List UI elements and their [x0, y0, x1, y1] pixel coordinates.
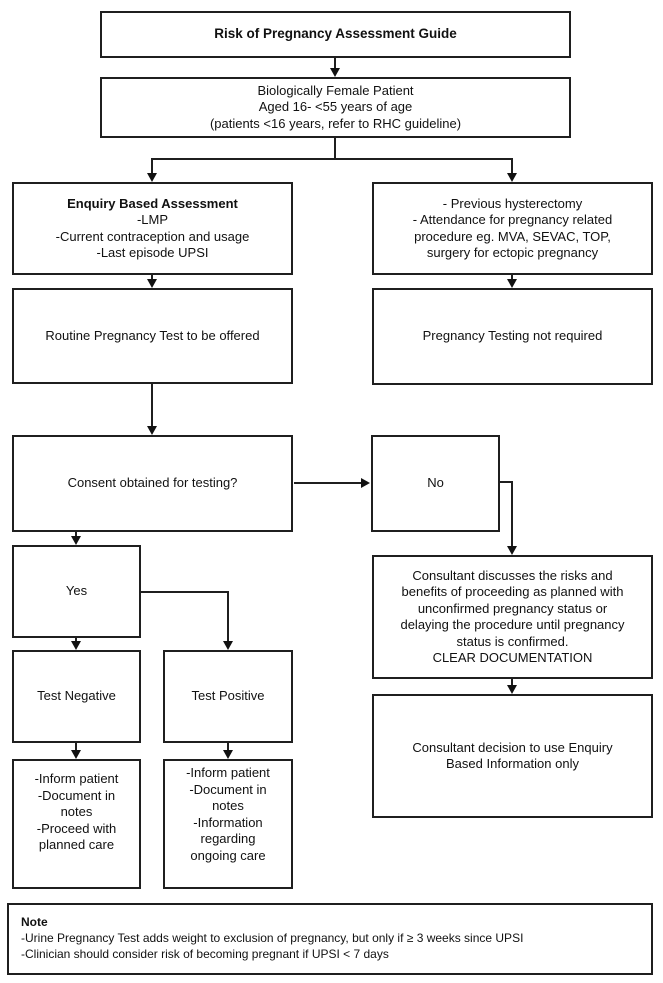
connector-yes-elbow-vertical: [227, 591, 229, 643]
arrowhead-no-to-consultant: [507, 546, 517, 555]
footnote-line-2: -Clinician should consider risk of becom…: [21, 947, 389, 961]
connector-positive-to-actions: [227, 743, 229, 752]
arrowhead-routine-to-consent: [147, 426, 157, 435]
connector-consent-to-yes: [75, 532, 77, 538]
arrowhead-to-exclusion: [507, 173, 517, 182]
node-patient-criteria-text: Biologically Female Patient Aged 16- <55…: [209, 82, 462, 131]
node-consent-question-text: Consent obtained for testing?: [67, 475, 238, 491]
connector-yes-elbow-horizontal: [141, 591, 229, 593]
node-yes-text: Yes: [65, 583, 88, 599]
connector-no-elbow-horizontal: [499, 481, 513, 483]
connector-negative-to-actions: [75, 743, 77, 752]
connector-split-left: [151, 158, 153, 175]
arrowhead-consent-to-yes: [71, 536, 81, 545]
node-yes: Yes: [12, 545, 141, 638]
arrowhead-title-to-patient: [330, 68, 340, 77]
node-testing-not-required: Pregnancy Testing not required: [372, 288, 653, 385]
node-consultant-discusses: Consultant discusses the risks and benef…: [372, 555, 653, 679]
connector-routine-to-consent: [151, 384, 153, 427]
node-exclusion-criteria-text: - Previous hysterectomy - Attendance for…: [412, 195, 613, 261]
arrowhead-discusses-to-decision: [507, 685, 517, 694]
node-no: No: [371, 435, 500, 532]
connector-no-elbow-vertical: [511, 481, 513, 548]
connector-title-to-patient: [334, 57, 336, 70]
node-no-text: No: [427, 475, 444, 491]
node-consultant-decision: Consultant decision to use Enquiry Based…: [372, 694, 653, 818]
connector-yes-to-negative: [75, 638, 77, 643]
node-title: Risk of Pregnancy Assessment Guide: [100, 11, 571, 58]
connector-discusses-to-decision: [511, 679, 513, 687]
arrowhead-enquiry-to-routine: [147, 279, 157, 288]
connector-enquiry-to-routine: [151, 275, 153, 280]
node-negative-actions-text: -Inform patient -Document in notes -Proc…: [34, 771, 119, 852]
arrowhead-consent-to-no: [361, 478, 370, 488]
node-test-negative: Test Negative: [12, 650, 141, 743]
node-enquiry-based-assessment: Enquiry Based Assessment -LMP -Current c…: [12, 182, 293, 275]
connector-consent-to-no: [294, 482, 362, 484]
node-positive-actions-text: -Inform patient -Document in notes -Info…: [186, 765, 270, 863]
node-testing-not-required-text: Pregnancy Testing not required: [422, 328, 603, 344]
node-test-positive-text: Test Positive: [191, 688, 265, 704]
arrowhead-negative-to-actions: [71, 750, 81, 759]
node-routine-test-offered: Routine Pregnancy Test to be offered: [12, 288, 293, 384]
connector-split-right: [511, 158, 513, 175]
footnote-heading: Note: [21, 915, 48, 929]
node-patient-criteria: Biologically Female Patient Aged 16- <55…: [100, 77, 571, 138]
arrowhead-positive-to-actions: [223, 750, 233, 759]
footnote-line-1: -Urine Pregnancy Test adds weight to exc…: [21, 931, 524, 945]
node-title-text: Risk of Pregnancy Assessment Guide: [214, 26, 457, 42]
connector-exclusion-to-notrequired: [511, 275, 513, 280]
arrowhead-exclusion-to-notrequired: [507, 279, 517, 288]
arrowhead-to-enquiry: [147, 173, 157, 182]
node-enquiry-items: -LMP -Current contraception and usage -L…: [55, 212, 250, 260]
node-exclusion-criteria: - Previous hysterectomy - Attendance for…: [372, 182, 653, 275]
connector-split-horizontal: [151, 158, 513, 160]
node-consultant-decision-text: Consultant decision to use Enquiry Based…: [412, 739, 613, 772]
node-positive-actions: -Inform patient -Document in notes -Info…: [163, 759, 293, 889]
node-negative-actions: -Inform patient -Document in notes -Proc…: [12, 759, 141, 889]
node-footnote: Note -Urine Pregnancy Test adds weight t…: [7, 903, 653, 975]
node-consent-question: Consent obtained for testing?: [12, 435, 293, 532]
connector-patient-stub: [334, 137, 336, 160]
node-enquiry-heading: Enquiry Based Assessment: [67, 195, 238, 211]
node-routine-test-offered-text: Routine Pregnancy Test to be offered: [45, 327, 260, 343]
arrowhead-yes-to-negative: [71, 641, 81, 650]
node-consultant-discusses-text: Consultant discusses the risks and benef…: [400, 567, 625, 666]
node-test-negative-text: Test Negative: [37, 688, 116, 704]
node-test-positive: Test Positive: [163, 650, 293, 743]
arrowhead-yes-to-positive: [223, 641, 233, 650]
